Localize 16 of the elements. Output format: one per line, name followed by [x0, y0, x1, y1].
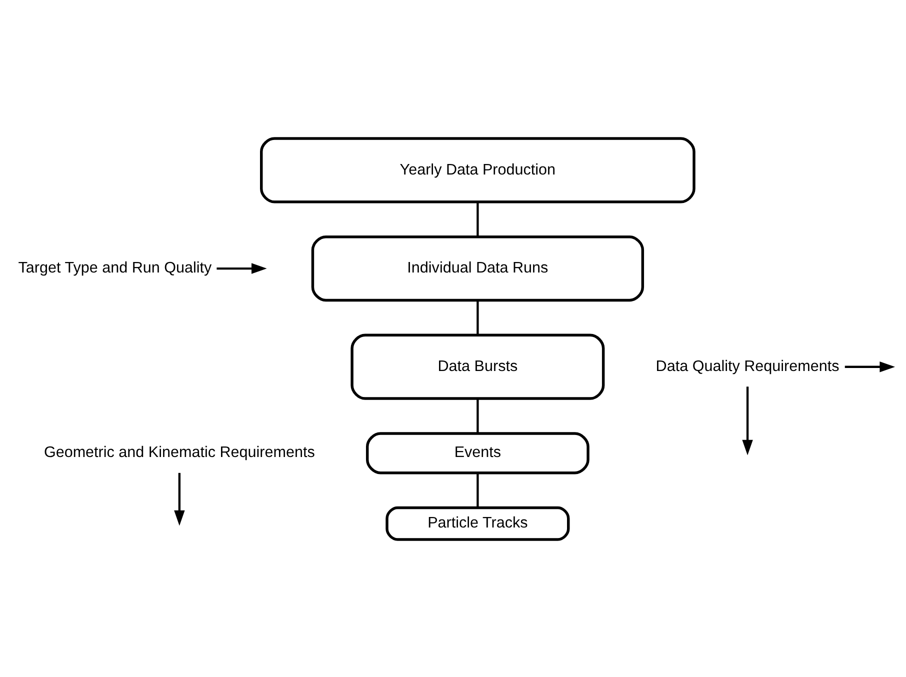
node-box: Individual Data Runs — [310, 234, 644, 302]
node-text: Target Type and Run Quality — [18, 259, 212, 276]
node-text: Geometric and Kinematic Requirements — [43, 444, 314, 461]
node-box: Particle Tracks — [385, 506, 570, 540]
arrow — [742, 386, 752, 455]
arrow — [844, 361, 895, 372]
arrow — [174, 472, 184, 526]
node-box: Events — [365, 432, 589, 474]
connector — [476, 472, 478, 508]
connector — [476, 398, 478, 433]
connector — [476, 300, 478, 334]
node-box: Yearly Data Production — [260, 136, 695, 203]
node-text: Data Quality Requirements — [655, 357, 839, 374]
node-box: Data Bursts — [350, 333, 604, 400]
arrow — [216, 262, 266, 274]
connector — [476, 202, 478, 236]
